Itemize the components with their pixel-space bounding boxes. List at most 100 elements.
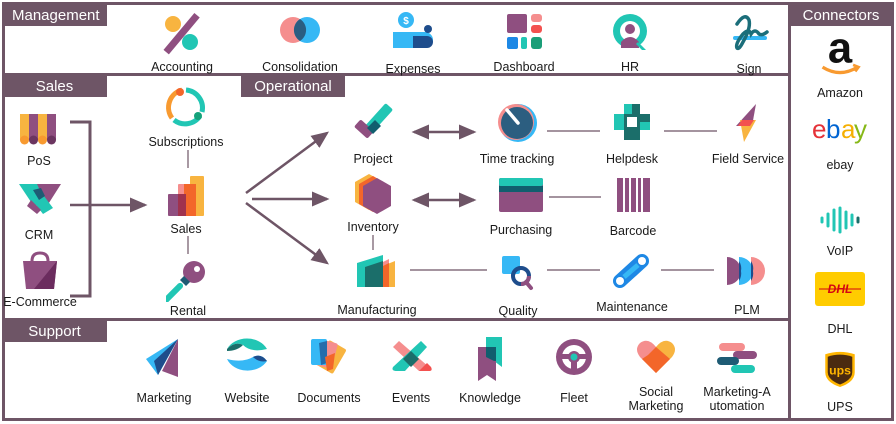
time-tracking-icon <box>498 104 537 142</box>
app-helpdesk[interactable]: Helpdesk <box>577 102 687 166</box>
app-plm[interactable]: PLM <box>692 255 802 317</box>
ecommerce-icon <box>23 251 57 289</box>
app-label: Marketing-Automation <box>682 385 792 413</box>
app-label: HR <box>620 60 640 74</box>
app-label: Social Marketing <box>601 385 711 413</box>
app-label: Amazon <box>817 86 863 100</box>
app-subscriptions[interactable]: Subscriptions <box>131 86 241 149</box>
app-label: Sign <box>736 62 762 76</box>
app-label: Expenses <box>385 62 441 76</box>
consolidation-icon <box>280 17 320 43</box>
sign-icon <box>733 15 769 51</box>
app-expenses[interactable]: $ Expenses <box>358 12 468 76</box>
sales-tab: Sales <box>2 76 107 97</box>
quality-icon <box>502 256 533 290</box>
app-label: Fleet <box>560 391 588 405</box>
connector-ebay[interactable]: e b a y ebay <box>785 114 895 172</box>
events-icon <box>392 341 432 371</box>
app-knowledge[interactable]: Knowledge <box>435 337 545 405</box>
connector-ups[interactable]: ups UPS <box>785 350 895 414</box>
app-social-marketing[interactable]: Social Marketing <box>601 337 711 413</box>
expenses-icon: $ <box>393 12 433 48</box>
app-label: Documents <box>297 391 361 405</box>
svg-text:$: $ <box>403 16 409 27</box>
management-tab: Management <box>2 5 107 26</box>
app-documents[interactable]: Documents <box>274 337 384 405</box>
pos-icon <box>20 114 56 145</box>
accounting-icon <box>163 13 200 55</box>
app-purchasing[interactable]: Purchasing <box>466 176 576 237</box>
app-label: Events <box>391 391 431 405</box>
ups-logo-icon: ups <box>825 351 855 387</box>
marketing-icon <box>146 339 178 377</box>
app-label: Accounting <box>151 60 213 74</box>
svg-text:ups: ups <box>829 364 851 378</box>
app-marketing[interactable]: Marketing <box>109 337 219 405</box>
marketing-automation-label: Marketing-Automation <box>703 385 771 413</box>
app-fleet[interactable]: Fleet <box>519 337 629 405</box>
app-label: ebay <box>826 158 854 172</box>
sales-icon <box>168 176 204 216</box>
app-label: Rental <box>169 304 207 318</box>
ebay-logo-icon: e b a y <box>812 114 867 144</box>
connector-dhl[interactable]: DHL DHL <box>785 272 895 336</box>
app-consolidation[interactable]: Consolidation <box>245 12 355 74</box>
inventory-icon <box>355 174 391 214</box>
connector-amazon[interactable]: a Amazon <box>785 30 895 100</box>
subscriptions-icon <box>166 87 205 127</box>
sales-operational-panel <box>2 73 791 321</box>
app-marketing-automation[interactable]: Marketing-Automation <box>682 337 792 413</box>
barcode-icon <box>617 178 650 212</box>
app-quality[interactable]: Quality <box>463 254 573 318</box>
app-label: Consolidation <box>262 60 338 74</box>
app-label: UPS <box>827 400 853 414</box>
svg-text:DHL: DHL <box>828 282 853 296</box>
app-project[interactable]: Project <box>318 102 428 166</box>
app-label: Barcode <box>609 224 657 238</box>
app-field-service[interactable]: Field Service <box>693 102 803 166</box>
app-label: Quality <box>498 304 538 318</box>
app-website[interactable]: Website <box>192 333 302 405</box>
social-marketing-icon <box>637 340 675 373</box>
hr-icon <box>613 14 647 50</box>
dhl-logo-icon: DHL <box>815 272 865 306</box>
app-ecommerce[interactable]: E-Commerce <box>0 251 95 309</box>
app-events[interactable]: Events <box>356 337 466 405</box>
field-service-icon <box>736 104 756 142</box>
website-icon <box>227 338 267 371</box>
app-label: Project <box>353 152 393 166</box>
app-label: Sales <box>170 222 202 236</box>
app-label: VoIP <box>826 244 854 258</box>
svg-text:a: a <box>828 30 853 73</box>
connectors-tab: Connectors <box>791 5 891 26</box>
app-label: Inventory <box>347 220 399 234</box>
app-crm[interactable]: CRM <box>0 180 94 242</box>
app-label: Website <box>224 391 270 405</box>
app-label: DHL <box>827 322 853 336</box>
svg-text:a: a <box>841 114 856 144</box>
app-time-tracking[interactable]: Time tracking <box>462 102 572 166</box>
connector-voip[interactable]: VoIP <box>785 206 895 258</box>
app-maintenance[interactable]: Maintenance <box>577 251 687 314</box>
voip-icon <box>820 206 860 234</box>
crm-icon <box>19 184 61 214</box>
app-rental[interactable]: Rental <box>133 258 243 318</box>
app-hr[interactable]: HR <box>575 12 685 74</box>
app-label: Time tracking <box>479 152 555 166</box>
app-barcode[interactable]: Barcode <box>578 176 688 238</box>
knowledge-icon <box>478 337 502 381</box>
app-label: Subscriptions <box>148 135 224 149</box>
svg-text:b: b <box>826 114 840 144</box>
app-pos[interactable]: PoS <box>0 110 94 168</box>
app-manufacturing[interactable]: Manufacturing <box>322 253 432 317</box>
social-marketing-label: Social Marketing <box>628 385 684 413</box>
support-tab: Support <box>2 321 107 342</box>
app-inventory[interactable]: Inventory <box>318 172 428 234</box>
marketing-automation-icon <box>717 343 757 373</box>
manufacturing-icon <box>357 255 395 287</box>
purchasing-icon <box>499 178 543 212</box>
app-accounting[interactable]: Accounting <box>127 12 237 74</box>
app-sales[interactable]: Sales <box>131 172 241 236</box>
app-dashboard[interactable]: Dashboard <box>469 12 579 74</box>
app-sign[interactable]: Sign <box>694 12 804 76</box>
